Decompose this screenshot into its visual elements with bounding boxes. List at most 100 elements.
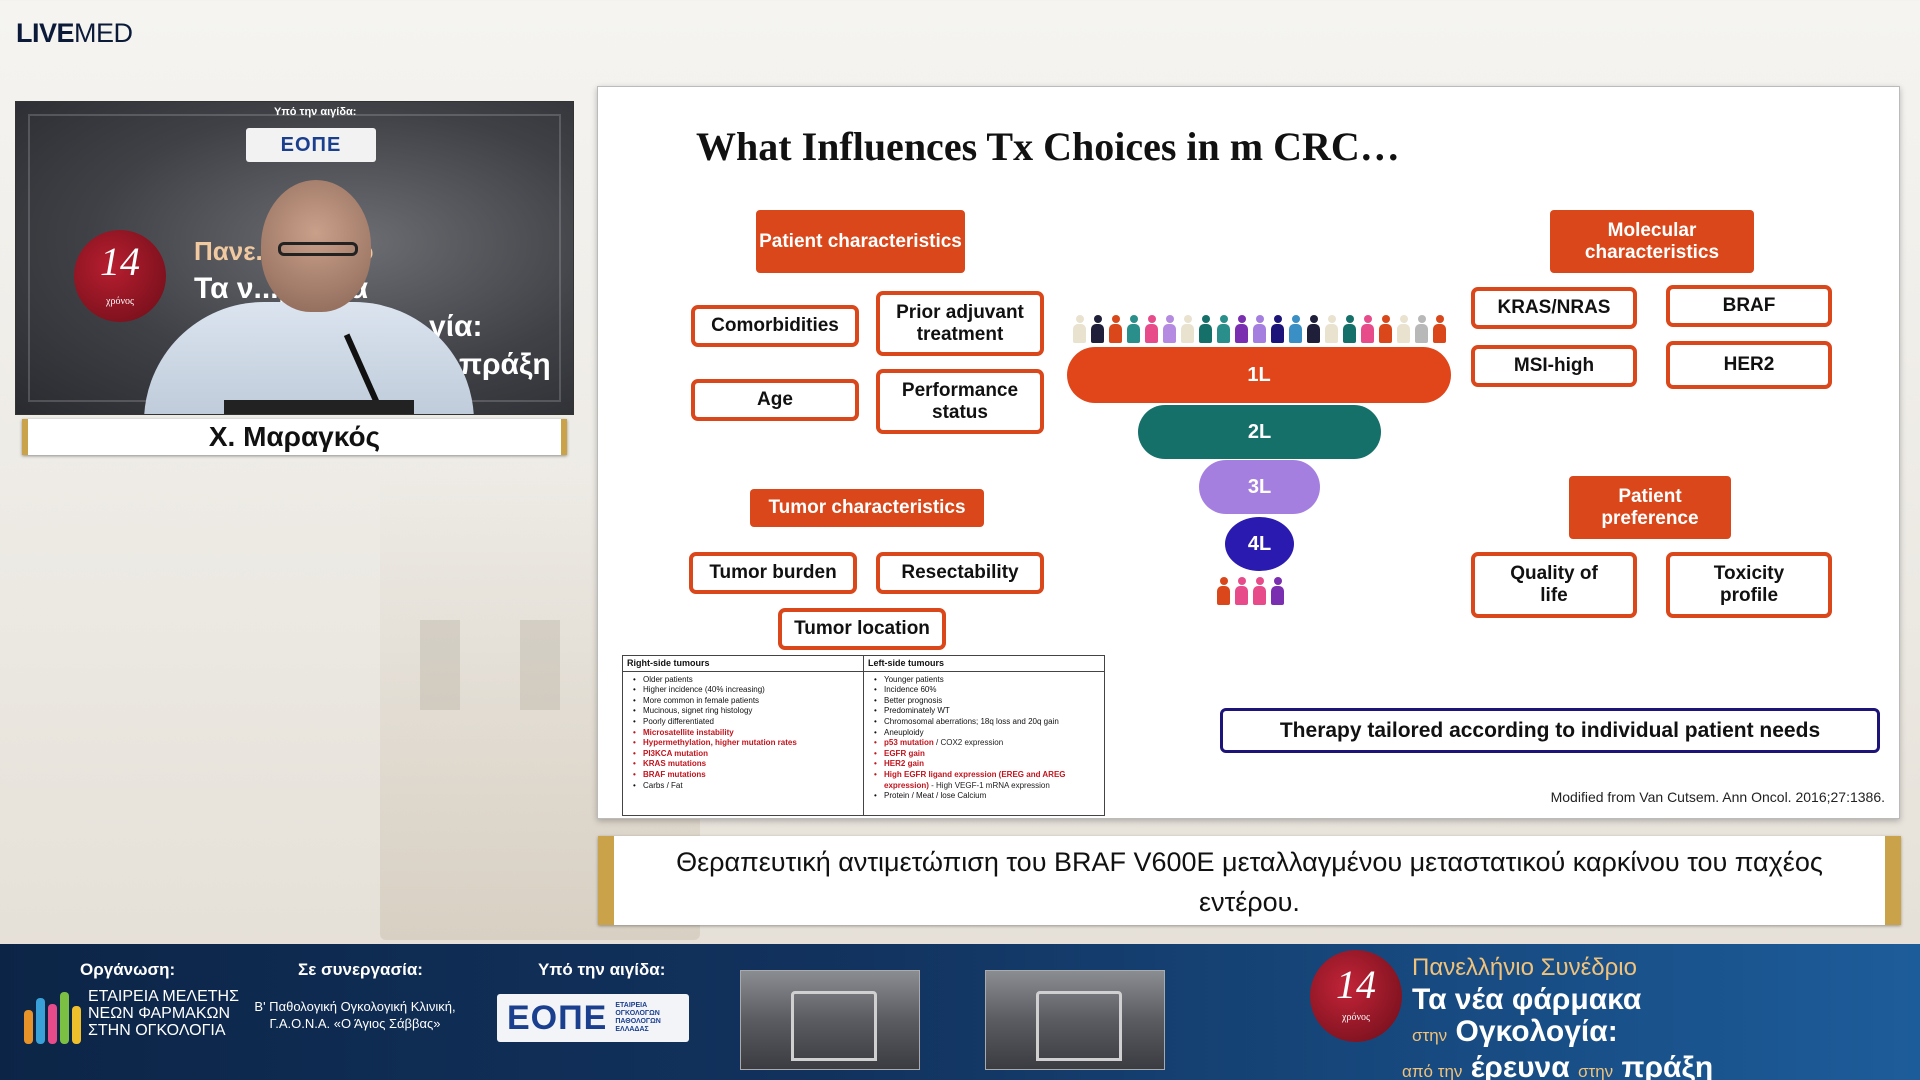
person-icon: [1126, 315, 1141, 343]
background-window: [420, 620, 460, 710]
person-head: [1274, 577, 1282, 585]
line-1l-bar: 1L: [1067, 347, 1451, 403]
epe-sub-line: ΕΛΛΑΔΑΣ: [615, 1026, 649, 1033]
person-body: [1127, 324, 1140, 343]
person-body: [1379, 324, 1392, 343]
person-icon: [1216, 315, 1231, 343]
chip-msi-high: MSI-high: [1471, 345, 1637, 387]
table-list-item: Aneuploidy: [868, 728, 1100, 739]
person-body: [1109, 324, 1122, 343]
person-head: [1328, 315, 1336, 323]
event-line1: Πανελλήνιο Συνέδριο: [1412, 954, 1637, 981]
table-list-item: Younger patients: [868, 675, 1100, 686]
footer-collab-label: Σε συνεργασία:: [298, 960, 423, 979]
table-list-item: Poorly differentiated: [627, 717, 859, 728]
table-list-item: Higher incidence (40% increasing): [627, 685, 859, 696]
person-icon: [1360, 315, 1375, 343]
person-head: [1202, 315, 1210, 323]
person-body: [1073, 324, 1086, 343]
person-icon: [1234, 315, 1249, 343]
chip-kras-nras: KRAS/NRAS: [1471, 287, 1637, 329]
footer-aegis-label: Υπό την αιγίδα:: [538, 960, 666, 979]
person-head: [1400, 315, 1408, 323]
event-small: από την: [1402, 1062, 1463, 1080]
slide-title: What Influences Tx Choices in m CRC…: [696, 124, 1400, 169]
right-side-header: Right-side tumours: [623, 658, 863, 672]
speaker-name: Χ. Μαραγκός: [22, 419, 567, 455]
chip-performance-status: Performance status: [876, 369, 1044, 434]
table-list-item: Older patients: [627, 675, 859, 686]
left-side-header: Left-side tumours: [864, 658, 1104, 672]
talk-subtitle: Θεραπευτική αντιμετώπιση του BRAF V600E …: [598, 836, 1901, 925]
person-head: [1346, 315, 1354, 323]
collab-text-line: Γ.Α.Ο.Ν.Α. «Ο Άγιος Σάββας»: [269, 1016, 441, 1031]
patient-preference-header: Patient preference: [1569, 476, 1731, 539]
people-icons-small-row: [1216, 577, 1285, 605]
person-head: [1310, 315, 1318, 323]
table-list-item: Carbs / Fat: [627, 781, 859, 792]
org-text-line: ΕΤΑΙΡΕΙΑ ΜΕΛΕΤΗΣ: [88, 988, 239, 1005]
person-head: [1220, 315, 1228, 323]
person-head: [1274, 315, 1282, 323]
table-list-item: Predominately WT: [868, 706, 1100, 717]
video-epe-logo: ΕΟΠΕ: [246, 128, 376, 162]
table-list-item: Hypermethylation, higher mutation rates: [627, 738, 859, 749]
person-body: [1271, 324, 1284, 343]
person-head: [1382, 315, 1390, 323]
table-list-item: Mucinous, signet ring histology: [627, 706, 859, 717]
epe-sub-line: ΕΤΑΙΡΕΙΑ: [615, 1002, 648, 1009]
footer-banner: Οργάνωση: ΕΤΑΙΡΕΙΑ ΜΕΛΕΤΗΣ ΝΕΩΝ ΦΑΡΜΑΚΩΝ…: [0, 944, 1920, 1080]
speaker-video: Υπό την αιγίδα: ΕΟΠΕ 14 χρόνος Πανε...υν…: [15, 101, 574, 415]
epe-sub-line: ΟΓΚΟΛΟΓΩΝ: [615, 1010, 660, 1017]
table-list-item: HER2 gain: [868, 759, 1100, 770]
livemed-logo: LIVEMED: [16, 18, 133, 49]
person-icon: [1432, 315, 1447, 343]
person-icon: [1252, 577, 1267, 605]
person-body: [1235, 324, 1248, 343]
footer-tram-photo: [740, 970, 920, 1070]
person-icon: [1324, 315, 1339, 343]
person-icon: [1180, 315, 1195, 343]
event-line4b: πράξη: [1621, 1051, 1714, 1080]
org-text-line: ΣΤΗΝ ΟΓΚΟΛΟΓΙΑ: [88, 1022, 226, 1039]
brand-bold: LIVE: [16, 18, 75, 48]
left-side-list: Younger patientsIncidence 60%Better prog…: [868, 675, 1100, 802]
event-line3: Ογκολογία:: [1455, 1015, 1618, 1048]
footer-org-label: Οργάνωση:: [80, 960, 176, 979]
right-side-list: Older patientsHigher incidence (40% incr…: [627, 675, 859, 792]
table-list-item: Incidence 60%: [868, 685, 1100, 696]
person-icon: [1162, 315, 1177, 343]
person-head: [1112, 315, 1120, 323]
person-icon: [1108, 315, 1123, 343]
person-icon: [1216, 577, 1231, 605]
epe-logo-subtext: ΕΤΑΙΡΕΙΑ ΟΓΚΟΛΟΓΩΝ ΠΑΘΟΛΟΓΩΝ ΕΛΛΑΔΑΣ: [615, 1002, 660, 1034]
laptop: [224, 400, 414, 414]
table-list-suffix: - High VEGF-1 mRNA expression: [928, 780, 1050, 790]
footer-epe-logo: ΕΟΠΕ ΕΤΑΙΡΕΙΑ ΟΓΚΟΛΟΓΩΝ ΠΑΘΟΛΟΓΩΝ ΕΛΛΑΔΑ…: [497, 994, 689, 1042]
brand-rest: MED: [74, 18, 133, 48]
molecular-characteristics-header: Molecular characteristics: [1550, 210, 1754, 273]
person-body: [1091, 324, 1104, 343]
person-icon: [1306, 315, 1321, 343]
person-body: [1343, 324, 1356, 343]
people-icons-row: [1072, 315, 1447, 343]
left-side-column: Left-side tumours Younger patientsIncide…: [863, 656, 1104, 815]
person-head: [1220, 577, 1228, 585]
person-body: [1433, 324, 1446, 343]
footer-collab-text: Β' Παθολογική Ογκολογική Κλινική, Γ.Α.Ο.…: [248, 998, 462, 1032]
logo-bar: [36, 998, 45, 1044]
patient-characteristics-header: Patient characteristics: [756, 210, 965, 273]
collab-text-line: Β' Παθολογική Ογκολογική Κλινική,: [254, 999, 456, 1014]
person-body: [1325, 324, 1338, 343]
glasses-icon: [278, 242, 358, 256]
chip-toxicity-profile: Toxicity profile: [1666, 552, 1832, 618]
event-small: στην: [1412, 1026, 1448, 1045]
slide-source-citation: Modified from Van Cutsem. Ann Oncol. 201…: [1550, 789, 1885, 805]
person-body: [1397, 324, 1410, 343]
person-icon: [1090, 315, 1105, 343]
logo-bar: [48, 1004, 57, 1044]
person-body: [1145, 324, 1158, 343]
tumor-characteristics-header: Tumor characteristics: [750, 489, 984, 527]
person-icon: [1342, 315, 1357, 343]
table-list-item: Protein / Meat / lose Calcium: [868, 791, 1100, 802]
